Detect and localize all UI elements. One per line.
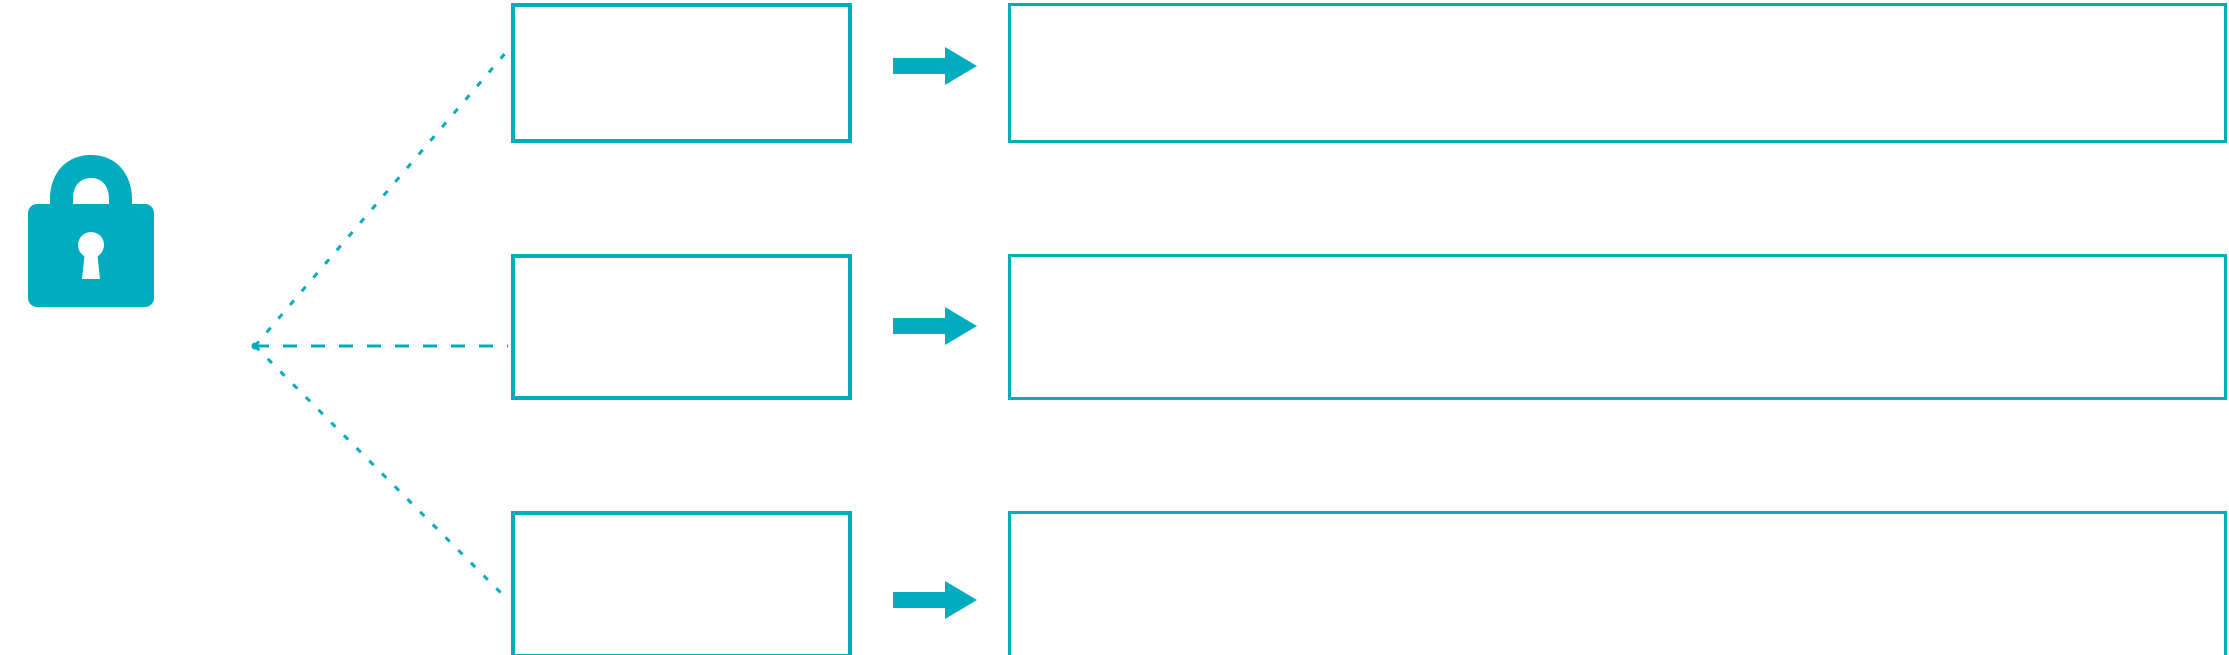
row-2-left-box[interactable] xyxy=(511,254,852,400)
row-2-right-box-label xyxy=(1011,257,2224,277)
row-1-right-box[interactable] xyxy=(1008,3,2227,143)
row-3-right-box[interactable] xyxy=(1008,511,2227,655)
connector-line-row-3 xyxy=(253,344,510,602)
lock-icon xyxy=(28,155,154,307)
row-2-arrow-right-icon xyxy=(893,307,977,345)
row-1-arrow-right-icon xyxy=(893,47,977,85)
row-3-left-box-label xyxy=(515,515,848,535)
row-2-left-box-label xyxy=(515,258,848,278)
row-1-right-box-label xyxy=(1011,6,2224,26)
connector-hub xyxy=(251,342,259,350)
row-2-right-box[interactable] xyxy=(1008,254,2227,400)
row-3-left-box[interactable] xyxy=(511,511,852,655)
row-1-left-box[interactable] xyxy=(511,3,852,143)
connector-line-row-1 xyxy=(253,49,510,347)
row-1-left-box-label xyxy=(515,7,848,27)
row-3-right-box-label xyxy=(1011,514,2224,534)
flow-row-2 xyxy=(0,251,2229,401)
flow-row-3 xyxy=(0,508,2229,655)
row-3-arrow-right-icon xyxy=(893,581,977,619)
flow-row-1 xyxy=(0,0,2229,145)
